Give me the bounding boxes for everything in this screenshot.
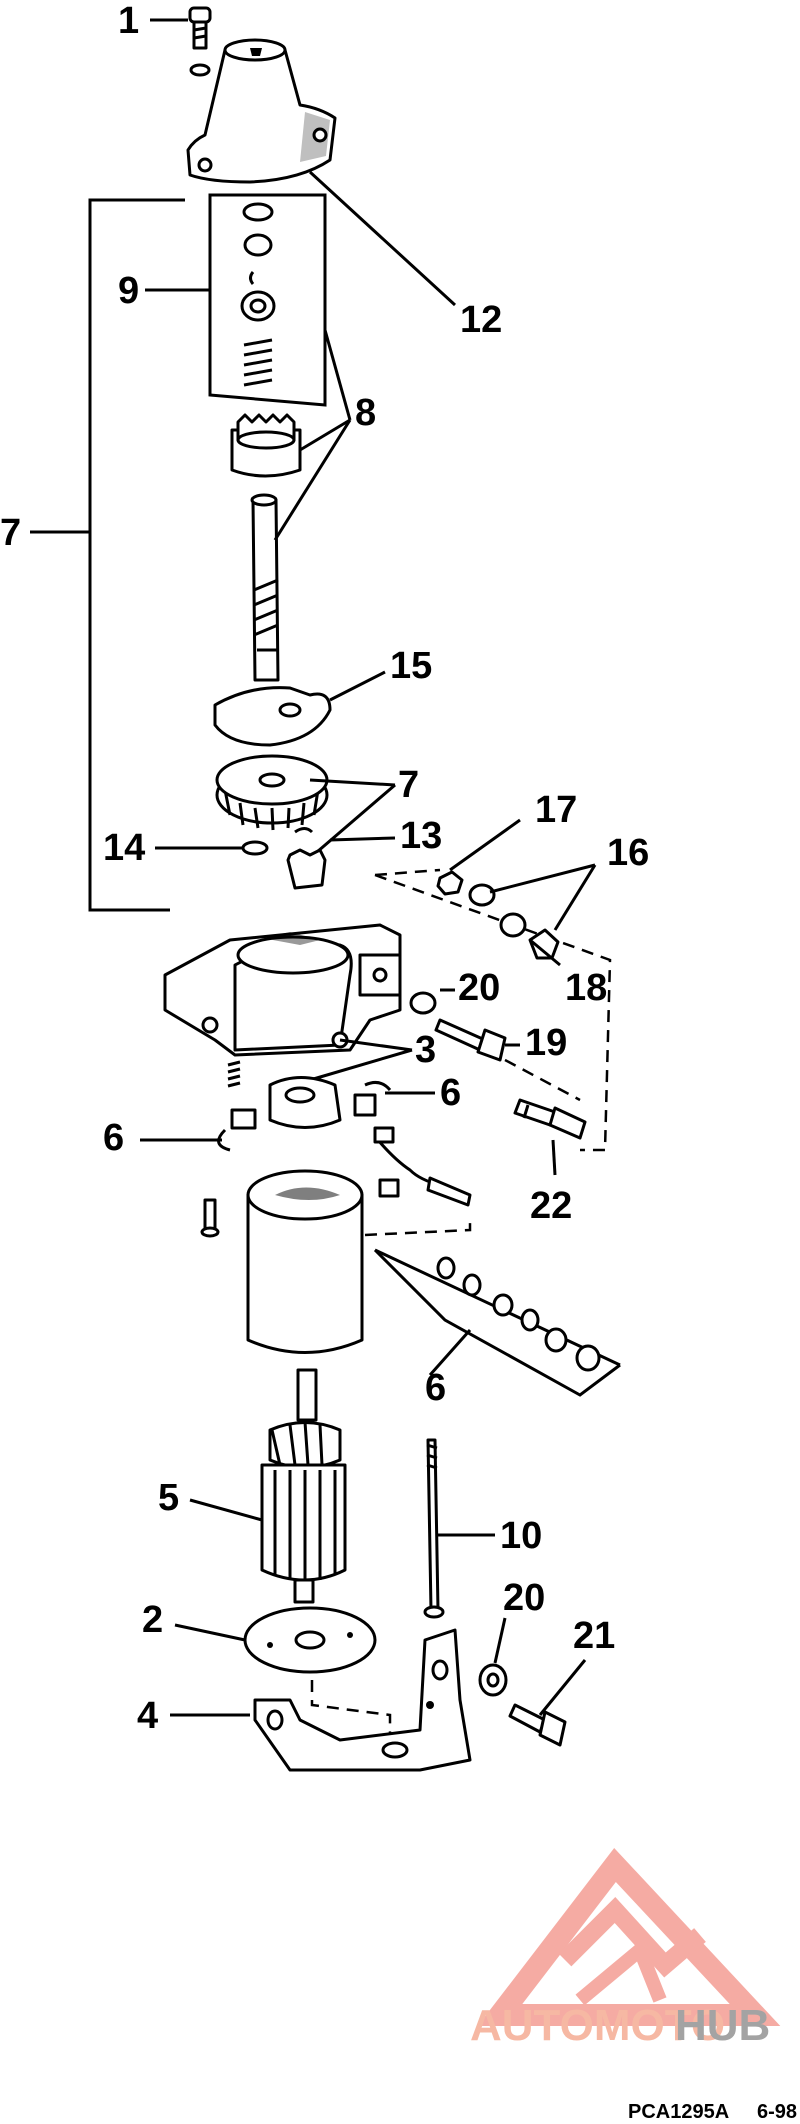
callout-18: 18 [565,967,607,1009]
callout-17: 17 [535,789,577,831]
part-21-bolt [508,1703,567,1747]
part-4-mounting-bracket [253,1628,472,1772]
callout-22: 22 [530,1185,572,1227]
part-8-pinion-gear [230,413,302,478]
callout-16: 16 [607,832,649,874]
callout-20-upper: 20 [458,967,500,1009]
callout-1: 1 [118,0,139,42]
part-1-screw [188,6,212,50]
watermark-text-b: HUB [675,2001,770,2050]
terminal-lead-wire [373,1126,472,1207]
small-pinion [286,848,327,890]
callout-6-lower: 6 [425,1367,446,1409]
callout-9: 9 [118,270,139,312]
hardware-group-16-17-18 [374,868,612,1152]
motor-frame-housing [246,1169,364,1354]
callout-6-right: 6 [440,1072,461,1114]
part-7-gear [215,754,329,831]
callout-21: 21 [573,1615,615,1657]
watermark-text-a: AUTOMOTO [470,2001,725,2050]
terminal-hardware-strip [364,1220,621,1397]
through-bolt-screw [200,1198,220,1238]
callout-3: 3 [415,1029,436,1071]
part-9-drive-kit [208,193,327,407]
callout-4: 4 [137,1695,158,1737]
callout-labels: 1 12 9 8 7 15 7 13 14 17 16 18 20 19 3 6… [0,0,649,1737]
part-13-pin [294,827,314,834]
callout-19: 19 [525,1022,567,1064]
part-19-bolt [434,1018,507,1062]
part-12-drive-housing [186,38,337,184]
part-6-brush-holder [217,1060,392,1152]
part-14-ring [241,840,269,856]
part-3-commutator-end-cap [163,923,402,1057]
callout-12: 12 [460,299,502,341]
part-10-rod [423,1438,445,1619]
watermark-logo-icon [477,1847,781,2026]
automotohub-watermark: AUTOMOTO HUB [470,1847,781,2050]
footer-figure-code: PCA1295A [628,2101,729,2123]
washer-small [189,63,211,77]
callout-10: 10 [500,1515,542,1557]
callout-7-top: 7 [0,512,21,554]
part-15-retainer-plate [213,686,332,747]
callout-7-gear: 7 [398,764,419,806]
callout-6-left: 6 [103,1117,124,1159]
part-20-washer-lower [478,1663,508,1697]
part-7-bracket [88,198,185,912]
callout-15: 15 [390,645,432,687]
footer-date: 6-98 [757,2101,797,2123]
callout-2: 2 [142,1599,163,1641]
callout-13: 13 [400,815,442,857]
callout-20-lower: 20 [503,1577,545,1619]
callout-8: 8 [355,392,376,434]
callout-5: 5 [158,1477,179,1519]
callout-14: 14 [103,827,145,869]
part-8-armature-shaft [250,493,280,682]
part-22-stud [513,1098,587,1140]
part-20-washer [409,991,437,1015]
part-2-end-plate [243,1606,377,1674]
part-5-armature [260,1368,347,1604]
